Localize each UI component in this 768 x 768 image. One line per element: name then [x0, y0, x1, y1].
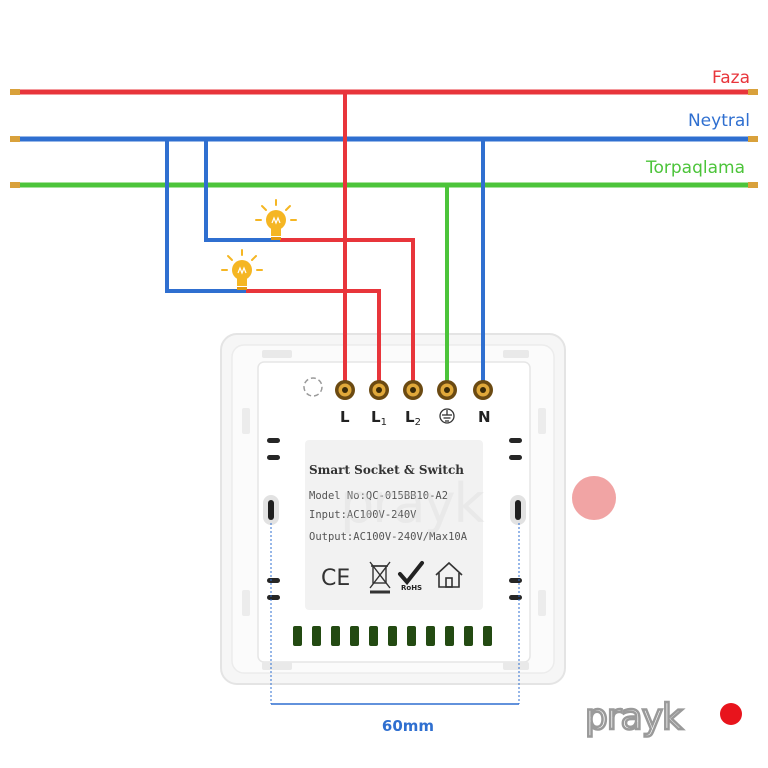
switch-device [220, 333, 566, 685]
ce-mark: CE [321, 566, 350, 591]
bottom-tab-right [503, 662, 529, 670]
supply-buses [10, 89, 758, 188]
terminal-n [473, 380, 493, 400]
terminal-label-l2-sub: 2 [415, 417, 421, 428]
brand-name: prayk [585, 697, 683, 738]
phase-label: Faza [712, 68, 750, 88]
mount-hole-right-inner [515, 500, 521, 520]
neutral-bus-end-left [10, 136, 20, 142]
rohs-check-icon [398, 561, 424, 586]
terminal-label-l1: L1 [371, 408, 387, 428]
side-bracket-tr [538, 408, 546, 434]
top-tab-right [503, 350, 529, 358]
ground-bus-end-right [748, 182, 758, 188]
lamp-1-icon [255, 199, 297, 240]
neutral-to-lamp2-wire [165, 139, 246, 293]
weee-bin-icon [369, 561, 391, 594]
brand-dot-icon [720, 703, 742, 725]
rohs-mark: RoHS [401, 584, 422, 592]
load-wires [246, 238, 415, 386]
brand-logo: prayk [584, 696, 742, 739]
terminal-l1 [369, 380, 389, 400]
neutral-lamp-wires [165, 139, 280, 293]
mount-hole-left-inner [268, 500, 274, 520]
terminal-block [335, 380, 493, 400]
bottom-tab-left [262, 662, 292, 670]
terminal-label-l2: L2 [405, 408, 421, 428]
phase-bus-end-left [10, 89, 20, 95]
ground-label: Torpaqlama [645, 158, 745, 178]
side-bracket-tl [242, 408, 250, 434]
bottom-vents [293, 626, 492, 646]
svg-text:prayk: prayk [340, 472, 486, 535]
watermark-dot [572, 476, 616, 520]
terminal-label-l: L [340, 408, 350, 426]
terminal-label-l2-main: L [405, 408, 415, 426]
side-bracket-br [538, 590, 546, 616]
lamp-2-icon [221, 249, 263, 290]
terminal-label-l1-sub: 1 [381, 417, 387, 428]
left-slots [267, 438, 280, 600]
terminal-l2 [403, 380, 423, 400]
l2-load-wire [280, 238, 415, 386]
vent-round-icon [303, 377, 323, 397]
terminal-label-l1-main: L [371, 408, 381, 426]
neutral-bus-end-right [748, 136, 758, 142]
phase-bus-end-right [748, 89, 758, 95]
device-label-sticker [305, 440, 483, 610]
device-model: Model No:QC-015BB10-A2 [309, 490, 448, 502]
terminal-label-n: N [478, 408, 491, 426]
dimension-label: 60mm [382, 717, 434, 735]
neutral-label: Neytral [688, 111, 750, 131]
l1-load-wire [246, 289, 381, 386]
terminal-ground [437, 380, 457, 400]
ground-symbol-icon [439, 408, 455, 424]
device-title: Smart Socket & Switch [309, 463, 464, 477]
device-output: Output:AC100V-240V/Max10A [309, 531, 468, 543]
home-indoor-icon [435, 561, 463, 588]
ground-bus-end-left [10, 182, 20, 188]
terminal-l [335, 380, 355, 400]
device-input: Input:AC100V-240V [309, 509, 417, 521]
side-bracket-bl [242, 590, 250, 616]
neutral-to-lamp1-wire [204, 139, 280, 242]
top-tab-left [262, 350, 292, 358]
